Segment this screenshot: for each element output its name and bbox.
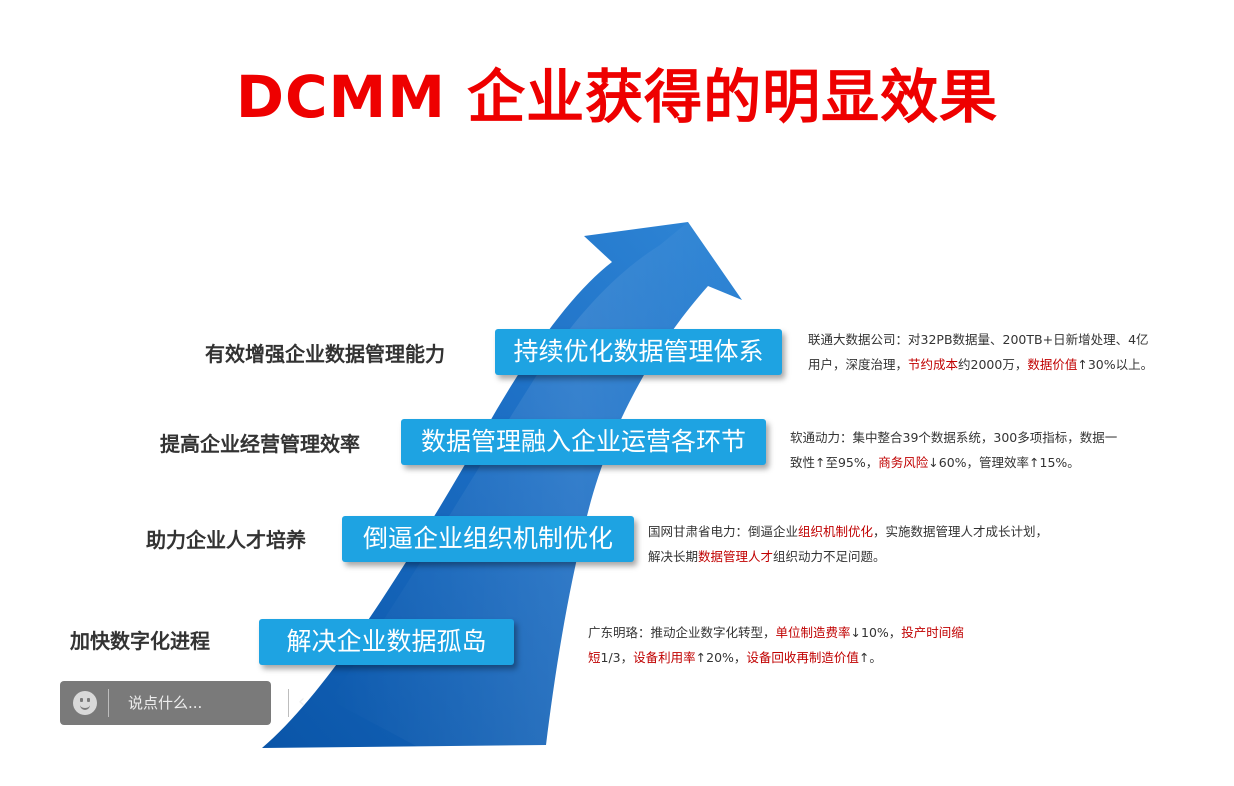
description-text: 约2000万， [958, 357, 1028, 372]
highlight-text: 设备利用率 [633, 650, 696, 665]
case-description-2: 软通动力：集中整合39个数据系统，300多项指标，数据一致性↑至95%，商务风险… [790, 425, 1117, 475]
case-description-1: 联通大数据公司：对32PB数据量、200TB+日新增处理、4亿用户，深度治理，节… [808, 327, 1153, 377]
chevron-left-icon[interactable]: ‹ [298, 691, 306, 712]
effect-label-4: 加快数字化进程 [70, 629, 210, 653]
case-description-line: 短1/3，设备利用率↑20%，设备回收再制造价值↑。 [588, 645, 964, 670]
description-text: 解决长期 [648, 549, 699, 564]
highlight-text: 节约成本 [908, 357, 959, 372]
case-description-line: 软通动力：集中整合39个数据系统，300多项指标，数据一 [790, 425, 1117, 450]
effect-label-2: 提高企业经营管理效率 [160, 432, 360, 456]
effect-label-3: 助力企业人才培养 [146, 528, 306, 552]
case-description-line: 国网甘肃省电力：倒逼企业组织机制优化，实施数据管理人才成长计划， [648, 519, 1048, 544]
case-description-3: 国网甘肃省电力：倒逼企业组织机制优化，实施数据管理人才成长计划，解决长期数据管理… [648, 519, 1048, 569]
measure-box-2: 数据管理融入企业运营各环节 [401, 419, 766, 465]
description-text: ，实施数据管理人才成长计划， [873, 524, 1049, 539]
highlight-text: 数据价值 [1027, 357, 1078, 372]
description-text: ↑20%， [695, 650, 747, 665]
highlight-text: 投产时间缩 [901, 625, 964, 640]
page-title: DCMM 企业获得的明显效果 [235, 63, 999, 131]
comment-bar[interactable]: 说点什么... ‹ [60, 681, 305, 725]
description-text: 1/3， [600, 650, 634, 665]
case-description-line: 致性↑至95%，商务风险↓60%，管理效率↑15%。 [790, 450, 1117, 475]
measure-box-3: 倒逼企业组织机制优化 [342, 516, 634, 562]
case-description-line: 广东明珞：推动企业数字化转型，单位制造费率↓10%，投产时间缩 [588, 620, 964, 645]
case-description-line: 解决长期数据管理人才组织动力不足问题。 [648, 544, 1048, 569]
description-text: ↑。 [858, 650, 882, 665]
highlight-text: 设备回收再制造价值 [746, 650, 859, 665]
case-description-line: 联通大数据公司：对32PB数据量、200TB+日新增处理、4亿 [808, 327, 1153, 352]
case-description-line: 用户，深度治理，节约成本约2000万，数据价值↑30%以上。 [808, 352, 1153, 377]
case-description-4: 广东明珞：推动企业数字化转型，单位制造费率↓10%，投产时间缩短1/3，设备利用… [588, 620, 964, 670]
description-text: ↑30%以上。 [1077, 357, 1154, 372]
description-text: 用户，深度治理， [808, 357, 909, 372]
description-text: 广东明珞：推动企业数字化转型， [588, 625, 776, 640]
description-text: 组织动力不足问题。 [773, 549, 886, 564]
description-text: ↓60%，管理效率↑15%。 [928, 455, 1080, 470]
measure-box-4: 解决企业数据孤岛 [259, 619, 514, 665]
effect-label-1: 有效增强企业数据管理能力 [205, 342, 445, 366]
description-text: 致性↑至95%， [790, 455, 879, 470]
description-text: 联通大数据公司：对32PB数据量、200TB+日新增处理、4亿 [808, 332, 1149, 347]
comment-input[interactable]: 说点什么... [128, 694, 203, 712]
description-text: 国网甘肃省电力：倒逼企业 [648, 524, 799, 539]
highlight-text: 商务风险 [878, 455, 929, 470]
description-text: ↓10%， [850, 625, 902, 640]
highlight-text: 组织机制优化 [798, 524, 874, 539]
smile-icon[interactable] [73, 691, 97, 715]
highlight-text: 数据管理人才 [698, 549, 774, 564]
measure-box-1: 持续优化数据管理体系 [495, 329, 782, 375]
divider [288, 689, 289, 717]
highlight-text: 单位制造费率 [775, 625, 851, 640]
description-text: 软通动力：集中整合39个数据系统，300多项指标，数据一 [790, 430, 1118, 445]
divider [108, 689, 109, 717]
highlight-text: 短 [588, 650, 601, 665]
